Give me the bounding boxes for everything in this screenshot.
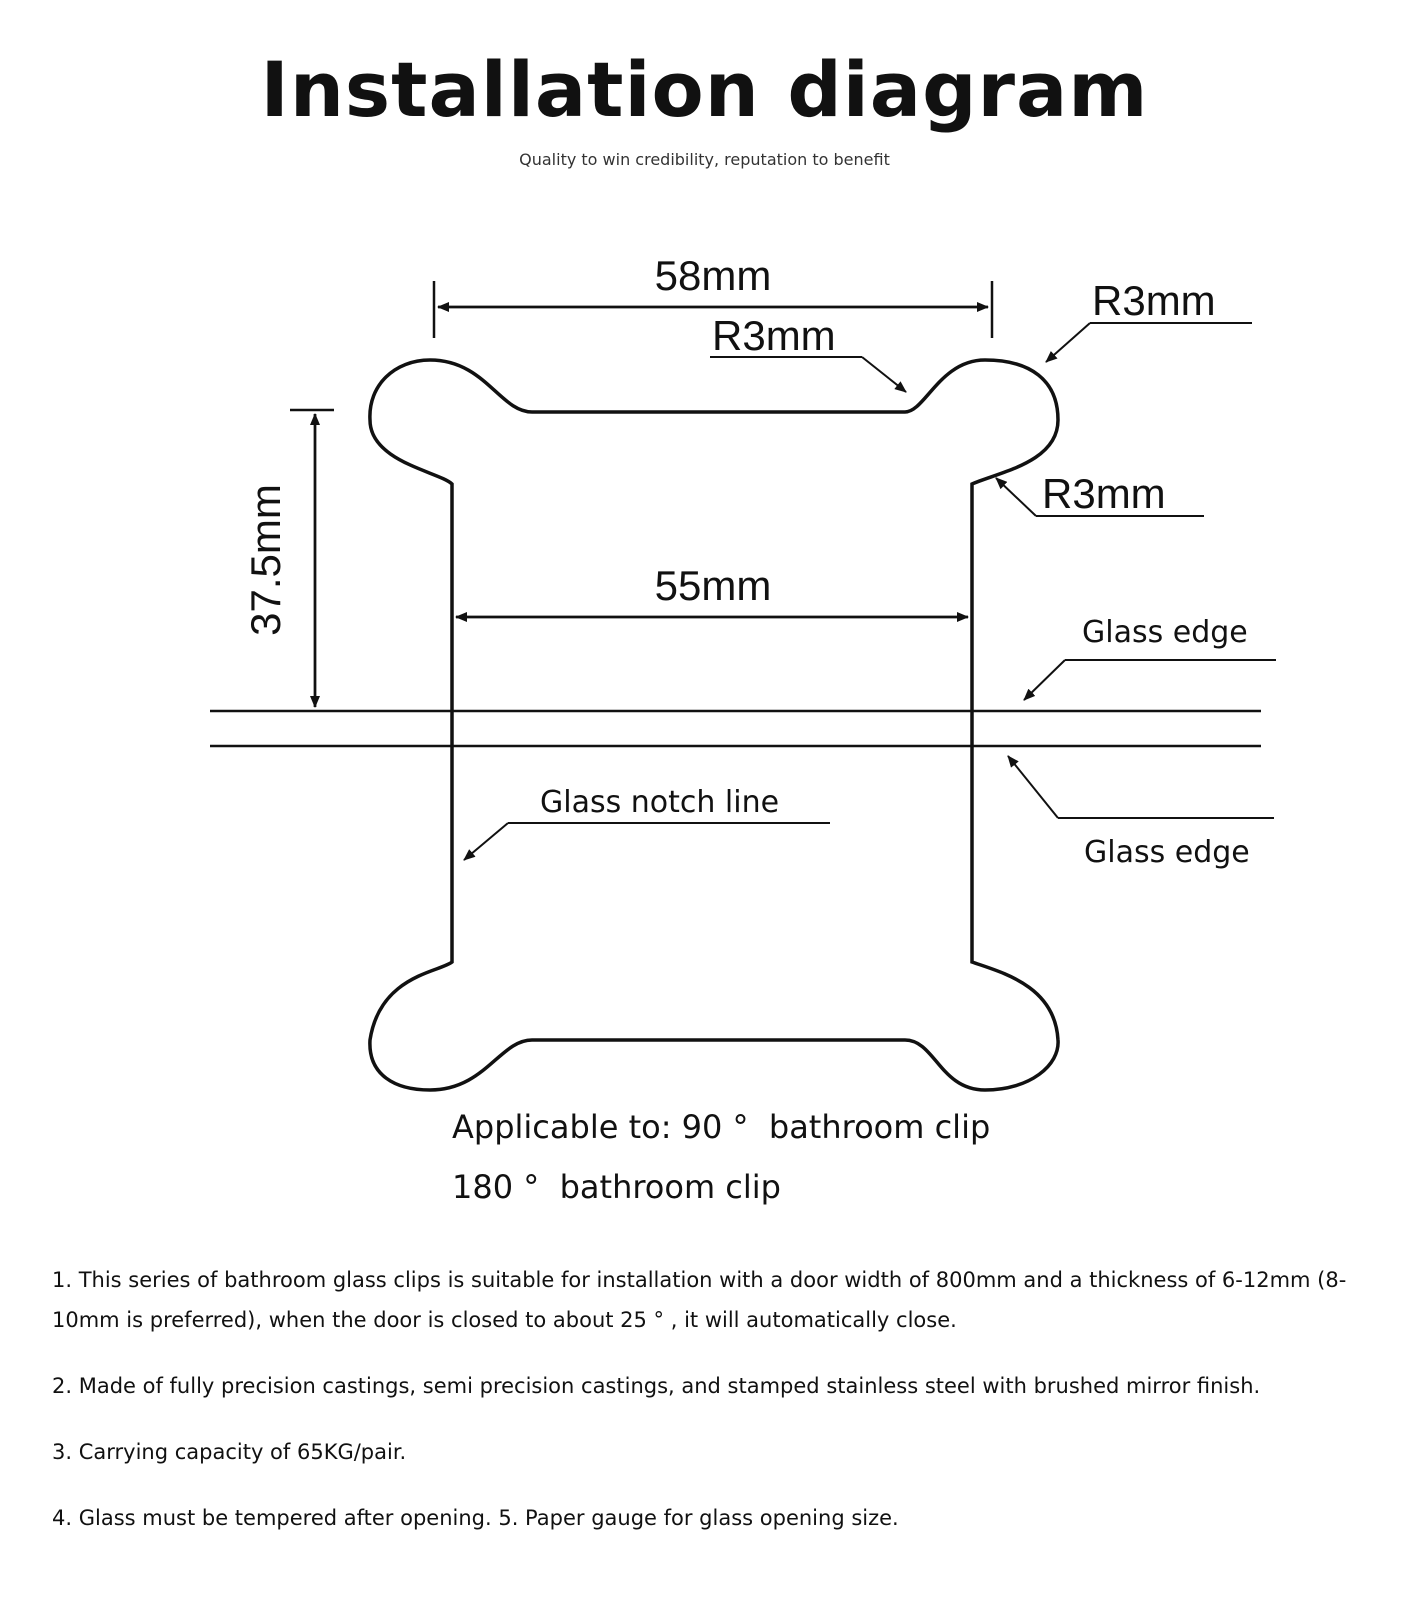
callout-r3mm-top-outer: R3mm — [1045, 277, 1252, 363]
r3mm-side-label: R3mm — [1042, 470, 1166, 517]
note-item-2: 2. Made of fully precision castings, sem… — [52, 1374, 1261, 1398]
callout-glass-notch-line: Glass notch line — [463, 785, 830, 861]
applicable-line-2: 180 ° bathroom clip — [452, 1168, 781, 1206]
dimension-55mm-label: 55mm — [655, 562, 772, 609]
glass-edge-top-label: Glass edge — [1082, 615, 1248, 650]
dimension-37-5mm: 37.5mm — [242, 408, 334, 708]
note-item-4: 4. Glass must be tempered after opening.… — [52, 1506, 899, 1530]
callout-r3mm-top-inner: R3mm — [710, 312, 907, 393]
notch-outline — [368, 358, 1060, 1092]
notes-list: 1. This series of bathroom glass clips i… — [52, 1260, 1372, 1538]
dimension-37-5mm-label: 37.5mm — [242, 484, 289, 636]
glass-notch-line-label: Glass notch line — [540, 785, 779, 820]
note-item-3: 3. Carrying capacity of 65KG/pair. — [52, 1440, 407, 1464]
page-title: Installation diagram — [260, 45, 1149, 134]
glass-edge-bottom-label: Glass edge — [1084, 835, 1250, 870]
applicable-line-1: Applicable to: 90 ° bathroom clip — [452, 1108, 991, 1146]
dimension-58mm-label: 58mm — [655, 252, 772, 299]
callout-glass-edge-bottom: Glass edge — [1007, 755, 1274, 870]
dimension-55mm: 55mm — [455, 562, 969, 622]
note-item-1: 1. This series of bathroom glass clips i… — [52, 1268, 1347, 1332]
r3mm-top-outer-label: R3mm — [1092, 277, 1216, 324]
callout-glass-edge-top: Glass edge — [1023, 615, 1276, 701]
page-subtitle: Quality to win credibility, reputation t… — [519, 150, 890, 169]
r3mm-top-inner-label: R3mm — [712, 312, 836, 359]
callout-r3mm-side: R3mm — [995, 470, 1204, 517]
dimension-58mm: 58mm — [432, 252, 994, 338]
